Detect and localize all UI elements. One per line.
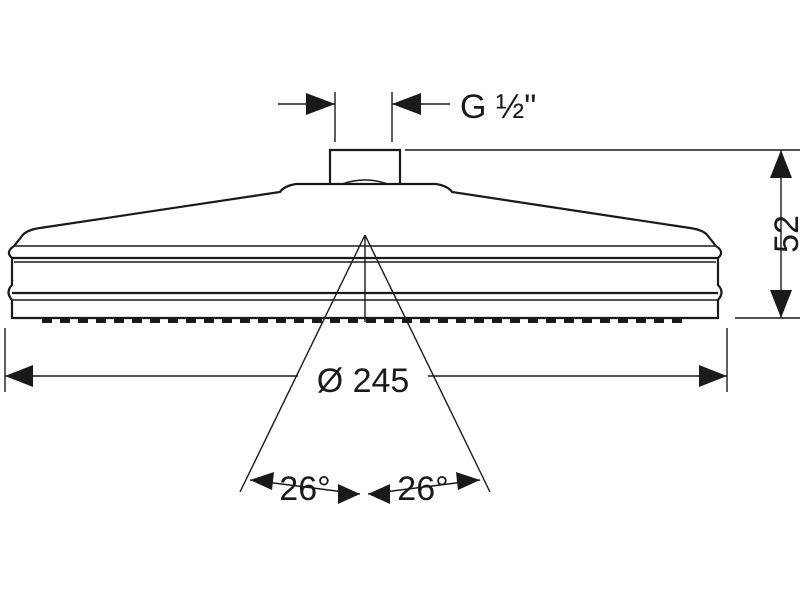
nozzle xyxy=(636,319,646,323)
nozzle xyxy=(474,319,484,323)
diameter-label: Ø 245 xyxy=(317,362,410,400)
nozzle xyxy=(510,319,520,323)
nozzle xyxy=(672,319,682,323)
nozzle xyxy=(240,319,250,323)
nozzle xyxy=(204,319,214,323)
nozzle xyxy=(600,319,610,323)
nozzle xyxy=(168,319,178,323)
nozzle xyxy=(222,319,232,323)
height-arrow-top xyxy=(770,150,792,178)
nozzle xyxy=(276,319,286,323)
height-dimension: 52 xyxy=(405,149,800,319)
nozzle xyxy=(294,319,304,323)
nozzle xyxy=(528,319,538,323)
angle-left-arrow-inner xyxy=(338,484,360,504)
nozzle xyxy=(330,319,340,323)
nozzle xyxy=(456,319,466,323)
nozzle xyxy=(42,319,52,323)
angle-left-label: 26° xyxy=(279,470,330,508)
nozzle xyxy=(348,319,358,323)
diameter-arrow-right xyxy=(699,365,727,387)
nozzle-row xyxy=(42,319,682,323)
nozzle xyxy=(366,319,376,323)
nozzle xyxy=(312,319,322,323)
angle-right-arrow-inner xyxy=(368,484,390,504)
height-label: 52 xyxy=(768,215,800,253)
height-arrow-bottom xyxy=(770,290,792,318)
nozzle xyxy=(132,319,142,323)
nozzle xyxy=(60,319,70,323)
nozzle xyxy=(78,319,88,323)
nozzle xyxy=(546,319,556,323)
nozzle xyxy=(186,319,196,323)
nozzle xyxy=(438,319,448,323)
nozzle xyxy=(114,319,124,323)
spray-line-right xyxy=(364,234,491,493)
nozzle xyxy=(582,319,592,323)
nozzle xyxy=(618,319,628,323)
diameter-dimension: Ø 245 xyxy=(4,328,728,400)
spray-angle-dimension: 26° 26° xyxy=(239,234,491,508)
thread-label: G ½" xyxy=(460,88,536,126)
nozzle xyxy=(258,319,268,323)
nozzle xyxy=(150,319,160,323)
angle-right-label: 26° xyxy=(397,470,448,508)
thread-arrow-left xyxy=(306,93,335,115)
nozzle xyxy=(384,319,394,323)
nozzle xyxy=(564,319,574,323)
nozzle xyxy=(492,319,502,323)
diameter-arrow-left xyxy=(5,365,33,387)
spray-line-left xyxy=(239,234,366,493)
nozzle xyxy=(420,319,430,323)
thread-arrow-right xyxy=(392,93,421,115)
nozzle xyxy=(96,319,106,323)
thread-dimension: G ½" xyxy=(278,88,536,142)
nozzle xyxy=(654,319,664,323)
